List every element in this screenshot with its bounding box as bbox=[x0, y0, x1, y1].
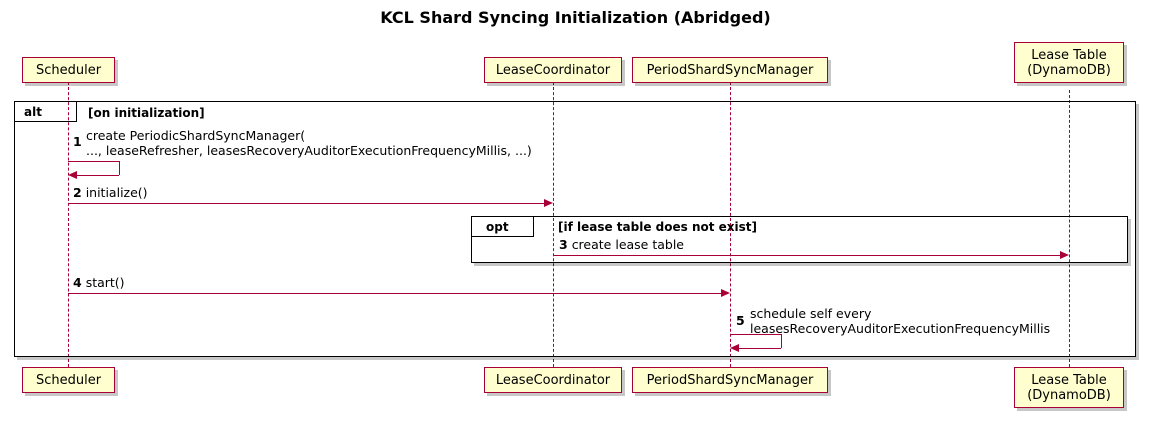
participant-scheduler-bottom[interactable]: Scheduler bbox=[22, 367, 115, 393]
message-4-arrow-line bbox=[68, 293, 721, 294]
participant-lease-coordinator-bottom[interactable]: LeaseCoordinator bbox=[484, 367, 622, 393]
participant-period-shard-sync-manager-bottom-label: PeriodShardSyncManager bbox=[646, 372, 814, 388]
fragment-alt-condition: [on initialization] bbox=[88, 106, 205, 120]
message-5-label-line1: schedule self every bbox=[750, 306, 872, 321]
participant-lease-table-bottom-label-line2: (DynamoDB) bbox=[1027, 387, 1111, 403]
message-5-arrow-right-edge bbox=[781, 334, 782, 348]
message-1-arrow-bottom bbox=[77, 175, 119, 176]
message-2-arrowhead bbox=[544, 199, 553, 207]
participant-lease-coordinator-top-label: LeaseCoordinator bbox=[495, 62, 611, 78]
participant-lease-table-bottom[interactable]: Lease Table (DynamoDB) bbox=[1014, 367, 1124, 408]
message-3-arrowhead bbox=[1060, 251, 1069, 259]
message-3-text: create lease table bbox=[571, 237, 684, 252]
fragment-opt-condition: [if lease table does not exist] bbox=[558, 220, 758, 234]
message-5-label-line2: leasesRecoveryAuditorExecutionFrequencyM… bbox=[750, 321, 1051, 336]
message-1-arrowhead bbox=[68, 171, 77, 179]
participant-scheduler-bottom-label: Scheduler bbox=[35, 372, 102, 388]
message-1-number: 1 bbox=[73, 134, 82, 149]
message-4-arrowhead bbox=[721, 289, 730, 297]
participant-lease-coordinator-top[interactable]: LeaseCoordinator bbox=[484, 57, 622, 83]
lifeline-lease-coordinator bbox=[553, 82, 554, 367]
message-4-label: 4 start() bbox=[73, 275, 125, 290]
message-5-arrow-bottom bbox=[739, 348, 781, 349]
participant-lease-table-top-label-line2: (DynamoDB) bbox=[1027, 62, 1111, 78]
diagram-title: KCL Shard Syncing Initialization (Abridg… bbox=[380, 8, 771, 27]
message-1-label-line2: ..., leaseRefresher, leasesRecoveryAudit… bbox=[86, 143, 532, 158]
message-1-label-line1: create PeriodicShardSyncManager( bbox=[86, 128, 306, 143]
participant-scheduler-top[interactable]: Scheduler bbox=[22, 57, 115, 83]
message-1-arrow-right-edge bbox=[119, 161, 120, 175]
lifeline-period-shard-sync-manager bbox=[730, 82, 731, 367]
message-2-label: 2 initialize() bbox=[73, 185, 148, 200]
lifeline-scheduler bbox=[68, 82, 69, 367]
participant-lease-table-top-label-line1: Lease Table bbox=[1031, 47, 1107, 63]
participant-period-shard-sync-manager-top[interactable]: PeriodShardSyncManager bbox=[632, 57, 828, 83]
message-2-arrow-line bbox=[68, 203, 544, 204]
participant-lease-table-bottom-label-line1: Lease Table bbox=[1031, 372, 1107, 388]
participant-scheduler-top-label: Scheduler bbox=[35, 62, 102, 78]
fragment-opt-lease-table-missing bbox=[471, 216, 1128, 263]
fragment-alt-tab bbox=[15, 102, 77, 122]
participant-period-shard-sync-manager-top-label: PeriodShardSyncManager bbox=[646, 62, 814, 78]
fragment-opt-tab bbox=[472, 217, 534, 237]
message-1-arrow-top bbox=[68, 161, 119, 162]
fragment-alt-keyword: alt bbox=[24, 105, 42, 119]
message-3-label: 3 create lease table bbox=[559, 237, 684, 252]
message-3-arrow-line bbox=[553, 255, 1060, 256]
message-2-text: initialize() bbox=[85, 185, 148, 200]
participant-period-shard-sync-manager-bottom[interactable]: PeriodShardSyncManager bbox=[632, 367, 828, 393]
participant-lease-coordinator-bottom-label: LeaseCoordinator bbox=[495, 372, 611, 388]
lifeline-lease-table bbox=[1069, 90, 1070, 367]
fragment-opt-keyword: opt bbox=[486, 220, 509, 234]
participant-lease-table-top[interactable]: Lease Table (DynamoDB) bbox=[1014, 42, 1124, 83]
message-4-text: start() bbox=[85, 275, 125, 290]
message-5-arrow-top bbox=[730, 334, 781, 335]
message-5-arrowhead bbox=[730, 344, 739, 352]
message-5-number: 5 bbox=[736, 313, 745, 328]
fragment-alt-on-initialization bbox=[14, 101, 1136, 357]
